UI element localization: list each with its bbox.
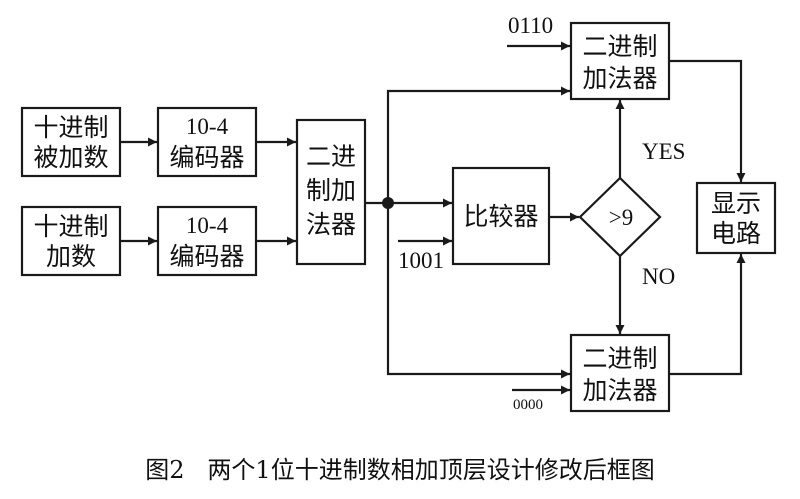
block-encoder-bottom: 10-4 编码器 bbox=[156, 205, 258, 277]
block-adder-main-line1: 二进 bbox=[306, 142, 356, 171]
block-addend-input-line2: 被加数 bbox=[33, 143, 108, 172]
block-addend-input-line1: 十进制 bbox=[33, 113, 108, 142]
block-augend-input-line1: 十进制 bbox=[33, 212, 108, 241]
block-adder-lower-line1: 二进制 bbox=[582, 344, 657, 373]
block-encoder-top-line2: 编码器 bbox=[169, 143, 244, 172]
wire-upper-adder-to-display bbox=[669, 59, 746, 182]
figure-caption: 图2 两个1位十进制数相加顶层设计修改后框图 bbox=[145, 456, 654, 484]
block-decision-label: >9 bbox=[609, 205, 633, 230]
block-adder-main-line2: 制加 bbox=[306, 176, 356, 205]
block-decision: >9 bbox=[578, 176, 662, 258]
block-adder-upper: 二进制 加法器 bbox=[569, 21, 671, 101]
block-display-line1: 显示 bbox=[711, 189, 761, 218]
connections bbox=[120, 41, 746, 395]
block-adder-upper-line2: 加法器 bbox=[582, 64, 657, 93]
const-0000-label: 0000 bbox=[513, 397, 543, 413]
block-display: 显示 电路 bbox=[695, 181, 777, 255]
block-encoder-top-line1: 10-4 bbox=[186, 114, 229, 139]
block-augend-input-line2: 加数 bbox=[46, 242, 96, 271]
block-augend-input: 十进制 加数 bbox=[20, 205, 122, 277]
yes-label: YES bbox=[642, 139, 685, 164]
block-encoder-bottom-line1: 10-4 bbox=[186, 213, 229, 238]
block-adder-lower: 二进制 加法器 bbox=[569, 333, 671, 413]
block-comparator: 比较器 bbox=[451, 166, 551, 266]
block-encoder-top: 10-4 编码器 bbox=[156, 106, 258, 178]
wire-sum-to-upper-adder bbox=[386, 86, 570, 203]
wire-lower-adder-to-display bbox=[669, 254, 746, 376]
block-addend-input: 十进制 被加数 bbox=[20, 106, 122, 178]
block-adder-main: 二进 制加 法器 bbox=[295, 118, 367, 266]
wire-sum-to-lower-adder bbox=[386, 203, 570, 379]
block-encoder-bottom-line2: 编码器 bbox=[169, 242, 244, 271]
block-adder-lower-line2: 加法器 bbox=[582, 376, 657, 405]
block-adder-main-line3: 法器 bbox=[306, 210, 356, 239]
no-label: NO bbox=[642, 264, 675, 289]
const-0110-label: 0110 bbox=[508, 13, 553, 38]
block-adder-upper-line1: 二进制 bbox=[582, 32, 657, 61]
const-1001-label: 1001 bbox=[398, 248, 444, 273]
block-comparator-label: 比较器 bbox=[463, 202, 538, 231]
block-display-line2: 电路 bbox=[711, 219, 761, 248]
